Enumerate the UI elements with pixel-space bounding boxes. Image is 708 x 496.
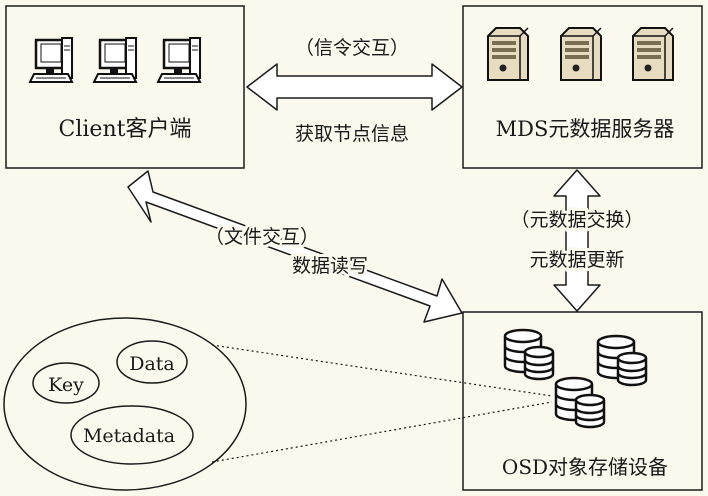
client-osd-bottom-label: 数据读写 [292,255,368,277]
server-tower-icon [560,27,602,81]
client-osd-top-label: （文件交互） [205,226,319,248]
database-stack-icon [554,376,606,429]
mds-node: MDS元数据服务器 [462,5,703,169]
mds-osd-arrow [553,169,601,312]
client-node: Client客户端 [5,5,245,169]
mds-osd-bottom-label: 元数据更新 [529,249,624,271]
projection-line-top [211,344,553,397]
mds-label: MDS元数据服务器 [496,117,675,141]
mds-osd-top-label: （元数据交换） [510,209,643,231]
database-stack-icon [503,328,555,381]
osd-node: OSD对象存储设备 [462,311,703,491]
client-mds-bottom-label: 获取节点信息 [295,123,409,145]
desktop-computer-icon [28,36,74,84]
projection-line-bottom [211,401,553,463]
osd-label: OSD对象存储设备 [502,455,668,479]
server-tower-icon [632,27,674,81]
object-metadata-label: Metadata [83,425,175,447]
client-mds-top-label: （信令交互） [295,37,409,59]
client-label: Client客户端 [59,117,192,142]
client-mds-arrow [246,63,463,111]
desktop-computer-icon [156,36,202,84]
desktop-computer-icon [92,36,138,84]
client-osd-arrow [127,170,463,323]
object-key-label: Key [48,374,84,396]
object-data-label: Data [129,353,175,375]
object-structure: Key Data Metadata [3,317,247,491]
database-stack-icon [596,334,648,387]
server-tower-icon [487,27,529,81]
